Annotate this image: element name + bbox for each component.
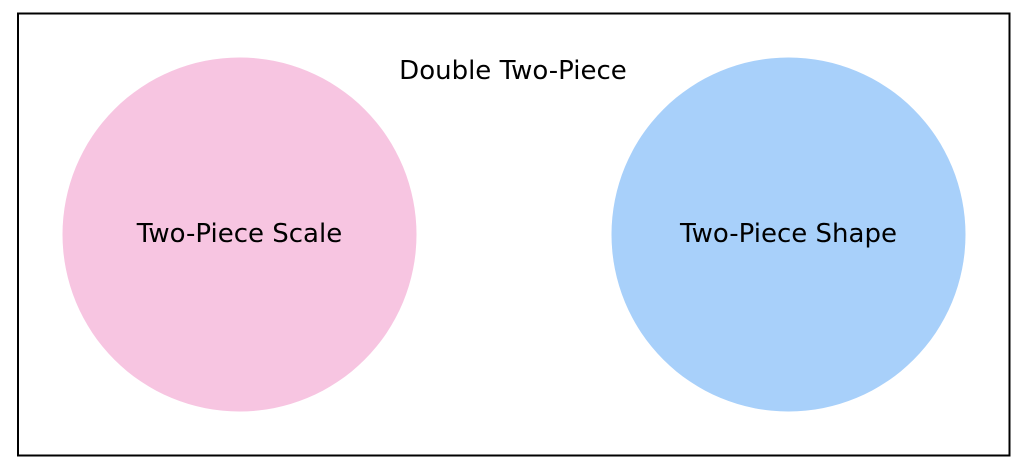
- diagram-title: Double Two-Piece: [399, 56, 627, 86]
- circle-scale-label: Two-Piece Scale: [136, 219, 342, 249]
- diagram-frame: [17, 12, 1011, 457]
- circle-scale: [62, 57, 417, 412]
- circle-shape-label: Two-Piece Shape: [679, 219, 897, 249]
- circle-shape: [611, 57, 966, 412]
